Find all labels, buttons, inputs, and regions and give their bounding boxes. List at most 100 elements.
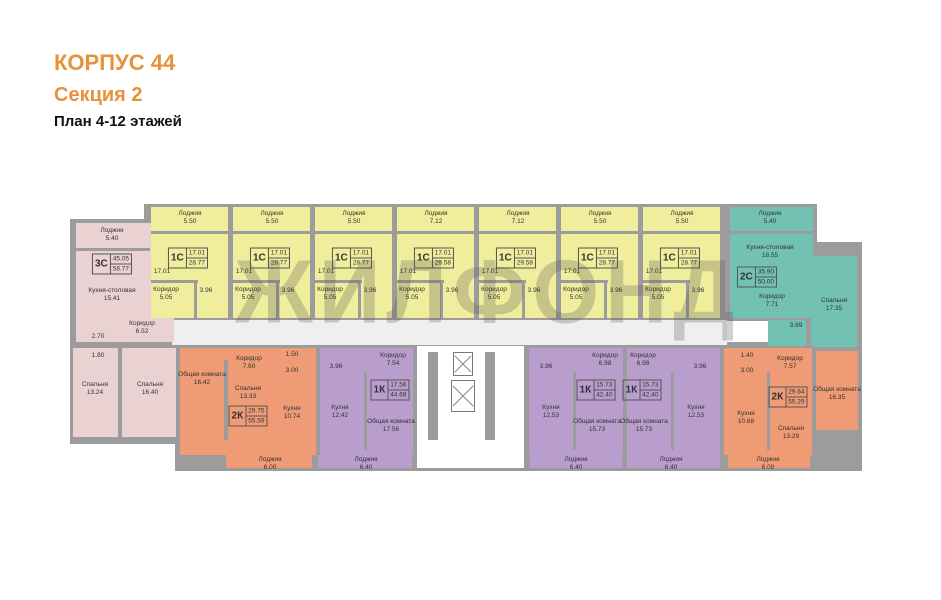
apartment-2c-bath (768, 320, 806, 346)
apartment-type: 2С (738, 267, 756, 287)
room-name: Коридор (236, 355, 262, 362)
room-label: 3.96 (540, 363, 553, 371)
wall (315, 231, 392, 234)
apartment-2k-right-loggia (728, 455, 810, 468)
room-area: 3.96 (329, 363, 343, 370)
total-area: 28.77 (188, 259, 206, 267)
living-area: 45.05 (110, 255, 132, 265)
room-name: Кухня (542, 404, 560, 411)
room-area: 3.96 (691, 287, 705, 294)
wall (194, 280, 197, 318)
wall (686, 280, 689, 318)
room-area: 13.24 (86, 389, 104, 396)
wall (233, 280, 280, 283)
apartment-type: 1С (169, 248, 187, 268)
apartment-type: 1К (624, 380, 641, 400)
room-name: Лоджия (100, 227, 124, 234)
apartment-3c-bedrooms (73, 348, 176, 437)
room-label: 3.96 (694, 363, 707, 371)
stair-wall (428, 352, 438, 440)
room-area: 3.96 (527, 287, 541, 294)
wall (643, 280, 690, 283)
room-name: Лоджия (258, 456, 282, 463)
apartment-type: 1С (333, 248, 351, 268)
room-label: 3.96 (200, 287, 213, 295)
room-area: 13.33 (239, 393, 257, 400)
wall (233, 231, 310, 234)
room-area: 3.96 (363, 287, 377, 294)
total-area: 42.40 (642, 391, 659, 399)
room-area: 5.05 (241, 294, 255, 301)
apartment-1c (643, 207, 720, 318)
wall (358, 280, 361, 318)
wall (522, 280, 525, 318)
room-area: 3.96 (539, 363, 553, 370)
apartment-1c (397, 207, 474, 318)
living-area: 29.64 (786, 388, 807, 398)
room-area: 5.50 (347, 218, 361, 225)
room-area: 17.01 (645, 268, 663, 275)
room-name: Общая комната (620, 418, 668, 425)
apartment-1c (151, 207, 228, 318)
room-name: Кухня (737, 410, 755, 417)
room-name: Кухня-столовая (746, 244, 794, 251)
room-area: 2.70 (91, 333, 105, 340)
total-area: 55.29 (788, 398, 805, 406)
room-area: 5.05 (569, 294, 583, 301)
wall (561, 231, 638, 234)
wall (76, 248, 150, 251)
room-area: 3.96 (199, 287, 213, 294)
room-area: 17.01 (153, 268, 171, 275)
room-area: 13.29 (782, 433, 800, 440)
elevator-shaft (453, 352, 473, 376)
room-name: Лоджия (506, 210, 530, 217)
total-area: 55.59 (248, 417, 265, 425)
total-area: 44.68 (390, 391, 407, 399)
room-label: 3.00 (286, 367, 299, 375)
total-area: 29.58 (434, 259, 452, 267)
section-title: Секция 2 (54, 84, 143, 106)
wall (440, 280, 443, 318)
room-area: 6.40 (359, 464, 373, 471)
room-area: 12.53 (542, 412, 560, 419)
room-name: Коридор (645, 286, 671, 293)
room-area: 10.74 (283, 413, 301, 420)
room-name: Лоджия (659, 456, 683, 463)
room-area: 5.05 (159, 294, 173, 301)
plan-subtitle: План 4-12 этажей (54, 113, 182, 130)
room-label: 17.01 (400, 268, 416, 276)
room-area: 1.40 (740, 352, 754, 359)
apartment-type: 1С (251, 248, 269, 268)
wall (397, 280, 444, 283)
room-label: 3.96 (330, 363, 343, 371)
room-name: Коридор (777, 355, 803, 362)
living-area: 17.56 (388, 381, 409, 391)
room-name: Лоджия (670, 210, 694, 217)
room-name: Лоджия (756, 456, 780, 463)
total-area: 50.00 (757, 278, 775, 286)
room-area: 3.96 (445, 287, 459, 294)
room-name: Лоджия (178, 210, 202, 217)
room-name: Коридор (630, 352, 656, 359)
living-area: 35.90 (755, 268, 777, 278)
apartment-1c (479, 207, 556, 318)
room-area: 15.73 (588, 426, 606, 433)
